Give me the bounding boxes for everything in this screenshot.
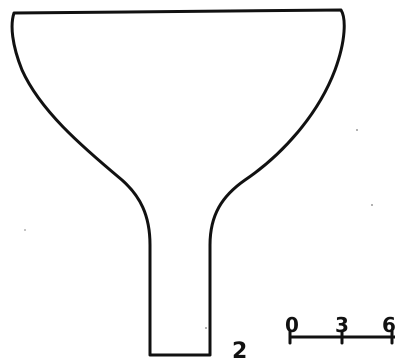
funnel-outline: [10, 8, 346, 357]
scale-label-0: 0: [285, 313, 299, 337]
scale-label-3: 3: [335, 313, 349, 337]
scan-speck: [371, 204, 373, 206]
scan-speck: [356, 129, 358, 131]
scale-label-6: 6: [382, 313, 395, 337]
scan-speck: [24, 229, 26, 231]
scale-bar: 0 3 6: [285, 313, 395, 345]
figure-number-label: 2: [232, 339, 247, 360]
scan-speck: [205, 327, 207, 329]
